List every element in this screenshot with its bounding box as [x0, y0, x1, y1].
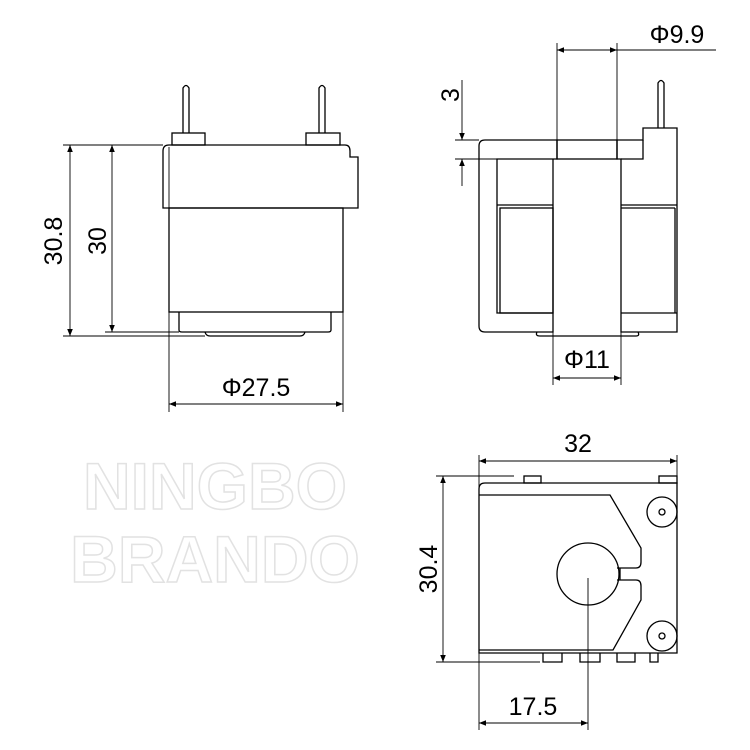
inner-frame: [479, 494, 642, 651]
coil-body: [168, 207, 344, 313]
bottom-view: 32 30.4 17.5: [415, 430, 678, 730]
front-view: 30.8 30 Φ27.5: [40, 84, 359, 412]
pin-base-left: [171, 132, 206, 146]
dim-bore: Φ11: [564, 346, 610, 374]
dim-width: 32: [564, 430, 592, 458]
pin-right: [318, 84, 326, 133]
coil-bottom: [178, 312, 332, 333]
watermark: NINGBO BRANDO: [69, 449, 360, 596]
mount-boss-bottom: [646, 620, 678, 652]
pin-base-right: [305, 132, 341, 146]
left-wall-section: [478, 139, 558, 333]
dim-total-height: 30.8: [40, 217, 68, 266]
right-wall-section: [616, 127, 678, 333]
dim-bore-top: Φ9.9: [650, 21, 705, 49]
section-view: Φ9.9 3 Φ11: [437, 21, 716, 385]
dim-center-offset: 17.5: [509, 693, 558, 721]
pin-left: [182, 84, 190, 133]
pin: [657, 79, 665, 128]
dim-height: 30.4: [415, 545, 443, 594]
dim-diameter: Φ27.5: [222, 374, 291, 402]
dim-top-thickness: 3: [437, 88, 465, 102]
dim-body-height: 30: [84, 227, 112, 255]
coil-cap: [162, 144, 359, 209]
mount-boss-top: [646, 496, 678, 528]
